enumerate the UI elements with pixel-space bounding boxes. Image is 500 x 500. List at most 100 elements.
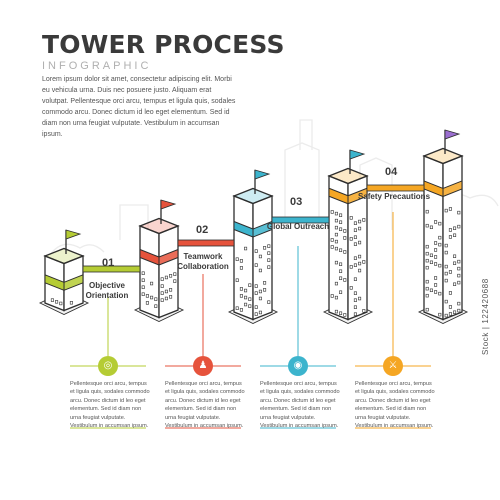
tower-window <box>434 262 438 266</box>
flag <box>160 199 177 210</box>
tower-window <box>425 265 429 270</box>
tower-window <box>438 221 442 226</box>
tower-window <box>154 304 158 308</box>
tower-window <box>425 279 429 284</box>
tower-window <box>339 290 343 294</box>
tower-window <box>434 283 438 287</box>
tower-1 <box>38 229 90 315</box>
tower-window <box>248 283 252 287</box>
tower-window <box>353 263 357 267</box>
tower-window <box>59 301 63 306</box>
tower-window <box>457 308 461 313</box>
tower-window <box>438 291 442 296</box>
tower-window <box>429 260 433 265</box>
step-number-2: 02 <box>196 224 209 236</box>
page-subtitle: INFOGRAPHIC <box>42 60 152 72</box>
skyline-shape-6 <box>49 243 105 256</box>
tower-window <box>353 256 357 260</box>
tower-window <box>239 308 243 312</box>
tower-window <box>425 307 429 312</box>
tower-window <box>258 254 262 259</box>
tower-window <box>334 295 338 300</box>
tower-window <box>334 211 338 216</box>
tower-window <box>267 244 271 248</box>
tower-window <box>164 275 168 280</box>
tower-window <box>343 236 347 240</box>
tower-window <box>448 291 452 295</box>
tower-window <box>141 271 145 275</box>
tower-window <box>239 287 243 291</box>
tower-top <box>327 167 369 185</box>
tower-window <box>349 265 353 269</box>
tower-window <box>358 254 362 259</box>
tower-window <box>358 268 362 273</box>
tower-window <box>160 298 164 302</box>
tower-window <box>235 306 239 310</box>
tower-window <box>248 304 252 308</box>
tower-3 <box>227 169 279 324</box>
shield-icon: ⚔ <box>383 356 403 376</box>
tower-window <box>358 219 362 224</box>
tower-window <box>457 259 461 264</box>
flag <box>349 149 366 160</box>
tower-window <box>457 210 461 215</box>
tower-window <box>349 216 353 220</box>
tower-window <box>267 251 271 255</box>
tower-window <box>334 246 338 251</box>
skyline-shape-2 <box>299 119 313 150</box>
tower-window <box>353 235 357 239</box>
tower-window <box>235 257 239 261</box>
tower-top <box>43 247 85 265</box>
tower-window <box>349 286 353 290</box>
tower-window <box>334 281 338 286</box>
tower-window <box>330 294 334 298</box>
tower-window <box>330 245 334 249</box>
tower-window <box>353 242 357 246</box>
tower-window <box>434 255 438 259</box>
tower-window <box>254 305 258 309</box>
tower-window <box>358 296 362 301</box>
tower-window <box>444 313 448 318</box>
step-label-2: Teamwork Collaboration <box>177 252 229 271</box>
tower-window <box>339 262 343 266</box>
tower-window <box>244 246 248 251</box>
tower-window <box>425 286 429 291</box>
tower-window <box>334 260 338 265</box>
connector-ribbon-1 <box>82 265 141 273</box>
tower-window <box>244 302 248 307</box>
tower-window <box>343 229 347 233</box>
tower-window <box>444 271 448 276</box>
tower-window <box>353 221 357 225</box>
tower-window <box>448 228 452 232</box>
skyline-shape-1 <box>284 142 320 230</box>
tower-window <box>429 253 433 258</box>
tower-window <box>173 279 177 283</box>
tower-window <box>362 218 366 222</box>
tower-window <box>444 250 448 255</box>
tower-window <box>353 312 357 316</box>
tower-window <box>362 309 366 313</box>
tower-window <box>244 288 248 293</box>
side-watermark: Stock | 122420688 <box>481 278 490 355</box>
tower-window <box>444 243 448 248</box>
tower-window <box>457 273 461 278</box>
flag <box>65 229 82 240</box>
step-description-3: Pellentesque orci arcu, tempus et ligula… <box>260 381 340 430</box>
tower-window <box>141 278 145 282</box>
tower-window <box>160 284 164 288</box>
tower-window <box>263 246 267 250</box>
tower-window <box>453 282 457 286</box>
tower-window <box>425 244 429 249</box>
flag <box>254 169 271 180</box>
step-description-1: Pellentesque orci arcu, tempus et ligula… <box>70 381 150 430</box>
tower-window <box>358 240 362 245</box>
tower-window <box>169 274 173 278</box>
target-icon: ◎ <box>98 356 118 376</box>
tower-window <box>434 241 438 245</box>
tower-window <box>263 281 267 285</box>
tower-band-right <box>252 220 273 238</box>
tower-window <box>438 263 442 268</box>
tower-window <box>254 291 258 295</box>
tower-window <box>263 288 267 292</box>
